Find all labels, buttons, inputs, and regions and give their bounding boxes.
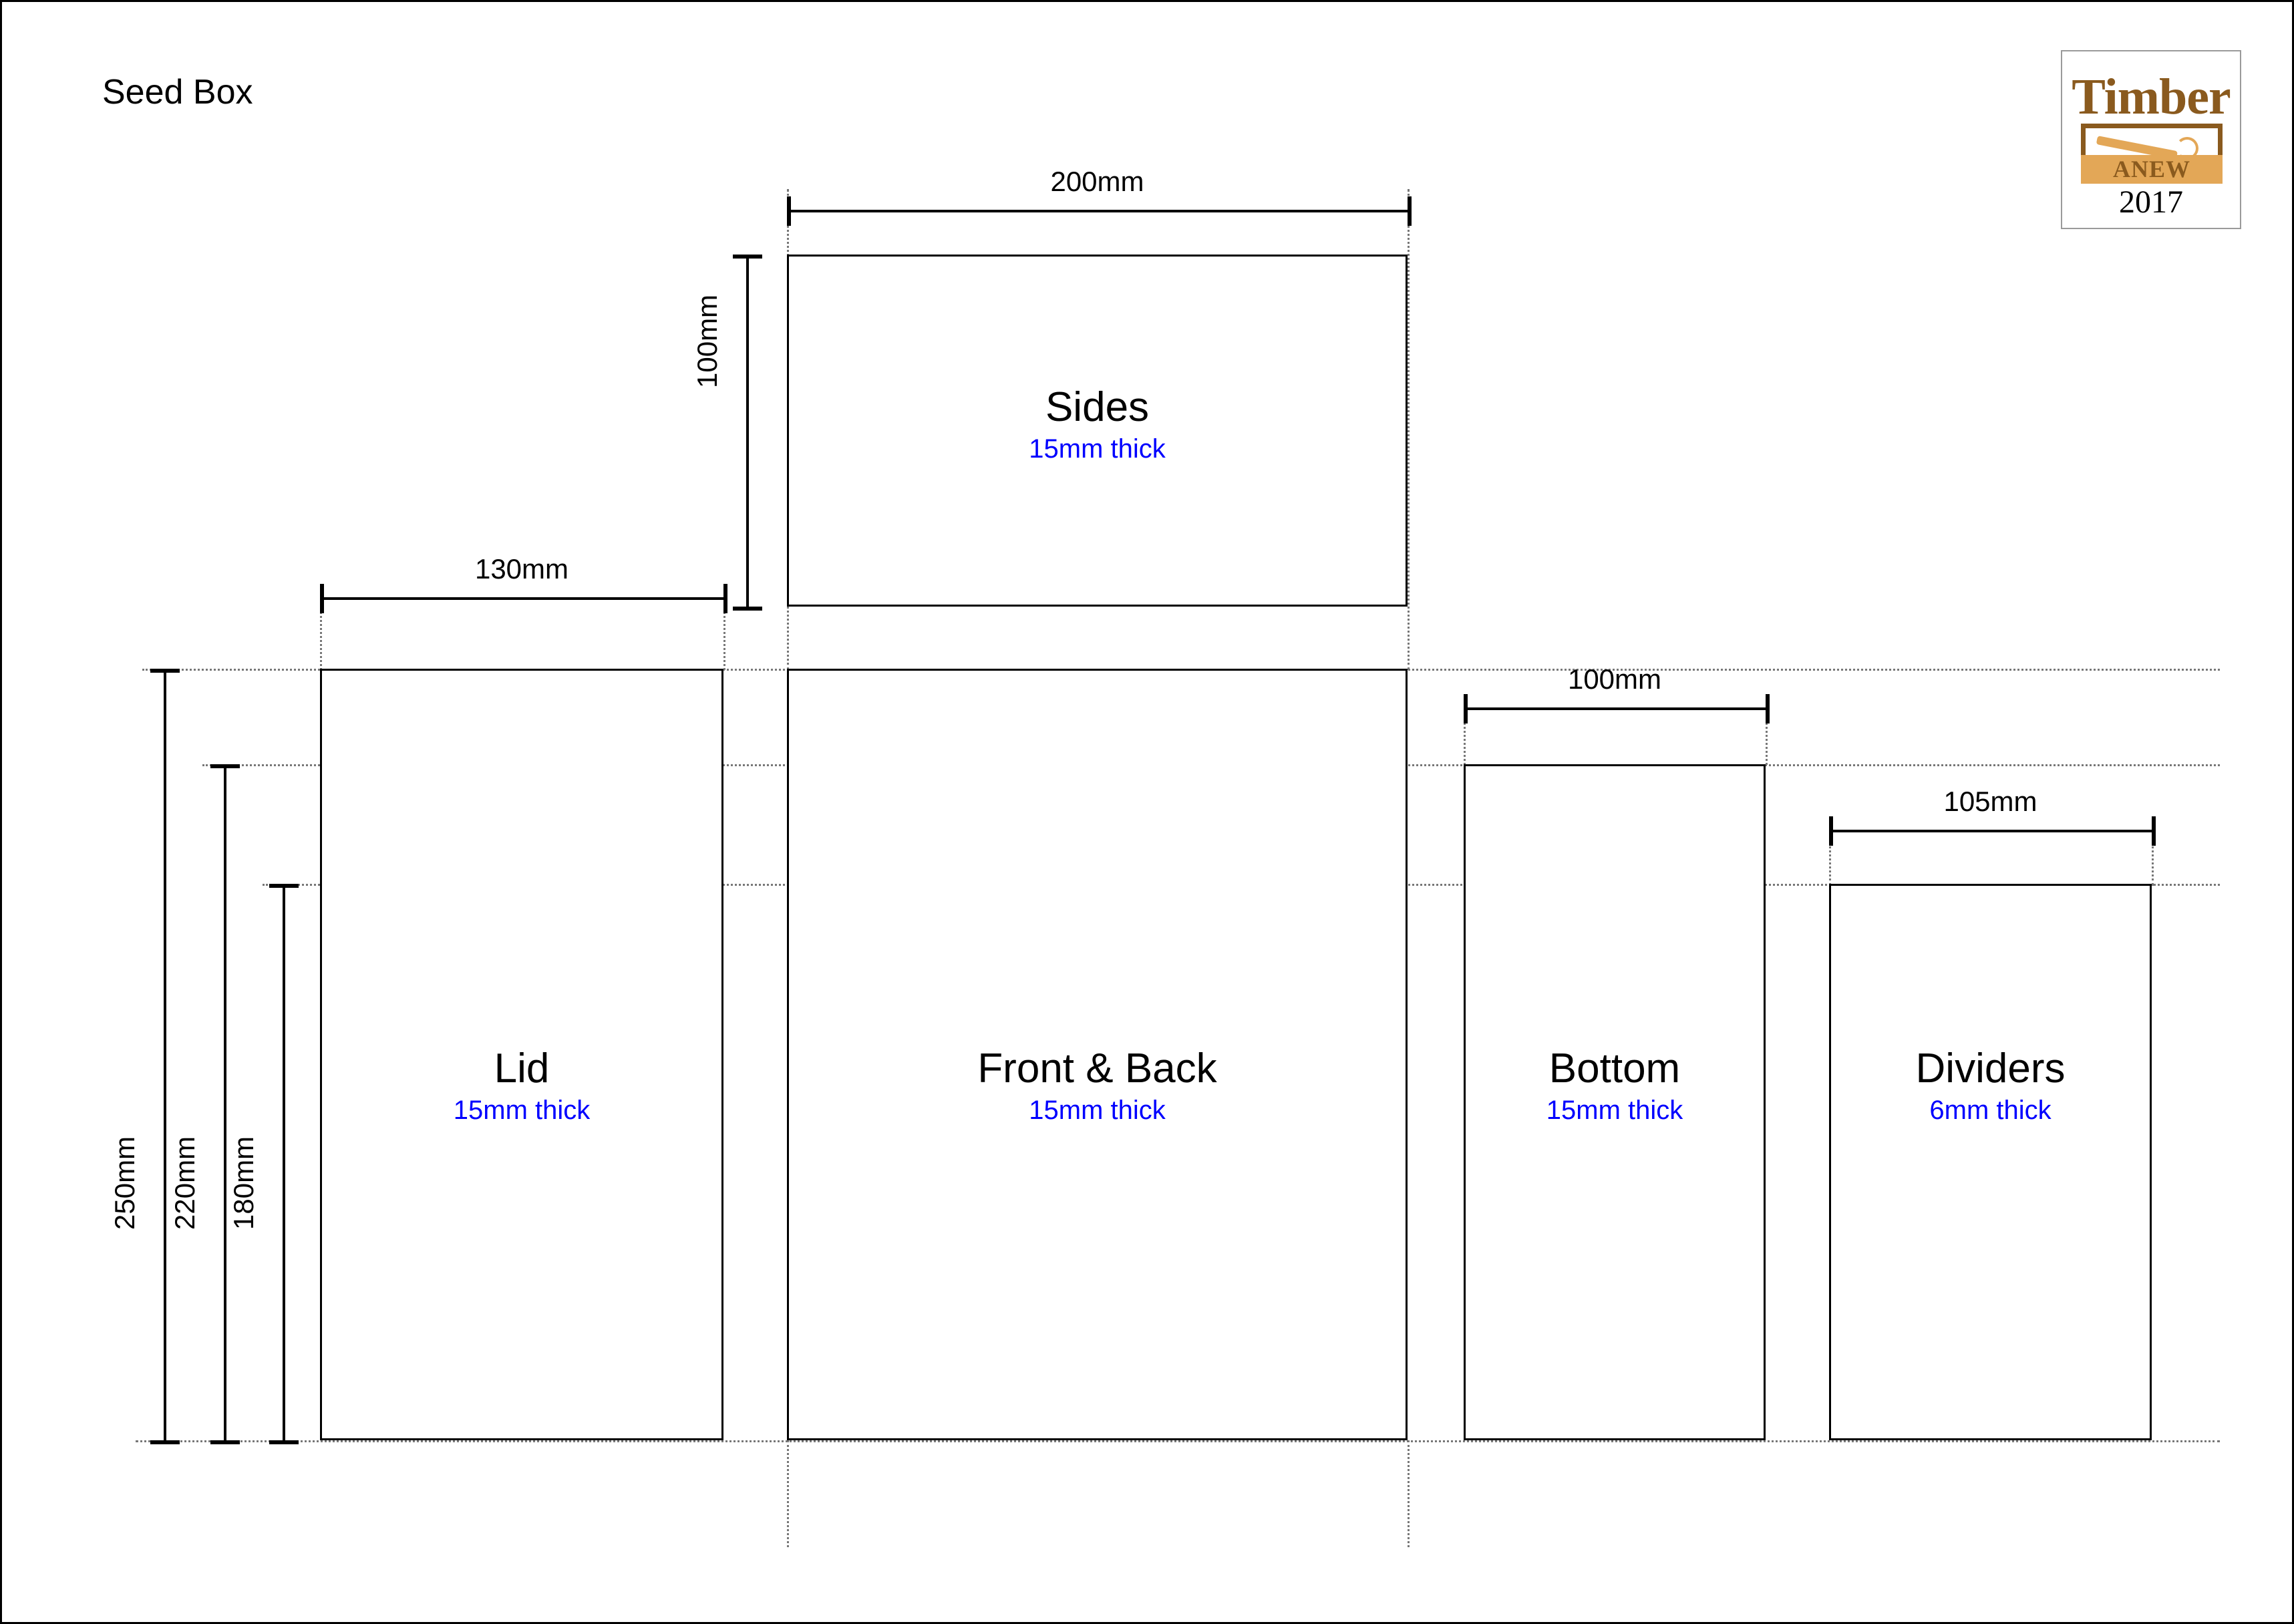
panel-sides-thickness: 15mm thick bbox=[1029, 434, 1166, 464]
logo-brand-bottom: ANEW bbox=[2112, 156, 2190, 182]
panel-front-back-labels: Front & Back 15mm thick bbox=[789, 1045, 1406, 1128]
dimension-cap-sides-width-left bbox=[787, 196, 791, 226]
panel-dividers-name: Dividers bbox=[1915, 1045, 2066, 1092]
panel-dividers-thickness: 6mm thick bbox=[1929, 1096, 2052, 1125]
dimension-line-height-250 bbox=[164, 669, 166, 1440]
dimension-line-bottom-width bbox=[1464, 707, 1766, 710]
dimension-cap-sides-height-bottom bbox=[733, 607, 762, 611]
dimension-label-height-250: 250mm bbox=[109, 1136, 140, 1230]
dimension-line-lid-width bbox=[320, 597, 723, 600]
dimension-label-bottom-width: 100mm bbox=[1567, 663, 1662, 695]
dimension-label-dividers-width: 105mm bbox=[1943, 786, 2037, 817]
dimension-cap-dividers-width-left bbox=[1829, 816, 1833, 846]
panel-bottom[interactable]: Bottom 15mm thick bbox=[1464, 764, 1766, 1440]
dimension-cap-bottom-width-left bbox=[1464, 694, 1468, 723]
extension-line-bottom-width-right bbox=[1766, 710, 1768, 765]
extension-line-dividers-width-left bbox=[1829, 834, 1831, 886]
panel-bottom-name: Bottom bbox=[1548, 1045, 1681, 1092]
dimension-label-height-220: 220mm bbox=[169, 1136, 200, 1230]
dimension-line-height-220 bbox=[224, 764, 226, 1440]
logo-brand-top: Timber bbox=[2072, 69, 2231, 125]
dimension-line-height-180 bbox=[283, 884, 285, 1440]
dimension-cap-height-220-top bbox=[210, 764, 240, 768]
extension-line-dividers-width-right bbox=[2152, 834, 2154, 886]
dimension-label-sides-height: 100mm bbox=[691, 294, 723, 388]
dimension-line-sides-width bbox=[787, 210, 1408, 212]
dimension-cap-lid-width-left bbox=[320, 584, 324, 613]
dimension-cap-sides-width-right bbox=[1408, 196, 1412, 226]
extension-line-fb-right bbox=[1408, 1440, 1410, 1547]
dimension-label-lid-width: 130mm bbox=[474, 553, 569, 585]
panel-dividers[interactable]: Dividers 6mm thick bbox=[1829, 884, 2152, 1440]
dimension-line-dividers-width bbox=[1829, 830, 2152, 832]
logo-year: 2017 bbox=[2119, 184, 2183, 220]
panel-sides-name: Sides bbox=[1045, 384, 1150, 430]
logo-plank-fill bbox=[2081, 155, 2223, 184]
extension-line-sides-right bbox=[1408, 189, 1410, 670]
extension-line-lid-width-left bbox=[320, 603, 322, 670]
extension-line-baseline bbox=[136, 1440, 2220, 1442]
dimension-cap-lid-width-right bbox=[723, 584, 727, 613]
company-logo: Timber ANEW 2017 bbox=[2061, 50, 2241, 229]
page-title: Seed Box bbox=[102, 73, 253, 112]
panel-front-back-thickness: 15mm thick bbox=[1029, 1096, 1166, 1125]
dimension-label-sides-width: 200mm bbox=[1050, 166, 1144, 197]
panel-bottom-thickness: 15mm thick bbox=[1546, 1096, 1683, 1125]
panel-lid[interactable]: Lid 15mm thick bbox=[320, 669, 723, 1440]
panel-dividers-labels: Dividers 6mm thick bbox=[1831, 1045, 2150, 1128]
panel-sides[interactable]: Sides 15mm thick bbox=[787, 255, 1408, 607]
panel-lid-labels: Lid 15mm thick bbox=[322, 1045, 721, 1128]
dimension-label-height-180: 180mm bbox=[228, 1136, 259, 1230]
extension-line-bottom-width-left bbox=[1464, 710, 1466, 765]
dimension-cap-dividers-width-right bbox=[2152, 816, 2156, 846]
dimension-line-sides-height bbox=[746, 255, 749, 607]
dimension-cap-height-220-bottom bbox=[210, 1440, 240, 1444]
panel-lid-name: Lid bbox=[494, 1045, 550, 1092]
panel-bottom-labels: Bottom 15mm thick bbox=[1466, 1045, 1764, 1128]
panel-front-back[interactable]: Front & Back 15mm thick bbox=[787, 669, 1408, 1440]
panel-lid-thickness: 15mm thick bbox=[453, 1096, 591, 1125]
dimension-cap-height-180-top bbox=[269, 884, 299, 888]
panel-front-back-name: Front & Back bbox=[977, 1045, 1217, 1092]
dimension-cap-height-250-bottom bbox=[150, 1440, 180, 1444]
dimension-cap-sides-height-top bbox=[733, 255, 762, 259]
dimension-cap-bottom-width-right bbox=[1766, 694, 1770, 723]
panel-sides-labels: Sides 15mm thick bbox=[789, 383, 1406, 466]
dimension-cap-height-250-top bbox=[150, 669, 180, 673]
extension-line-fb-left bbox=[787, 1440, 789, 1547]
extension-line-lid-width-right bbox=[723, 603, 725, 670]
dimension-cap-height-180-bottom bbox=[269, 1440, 299, 1444]
